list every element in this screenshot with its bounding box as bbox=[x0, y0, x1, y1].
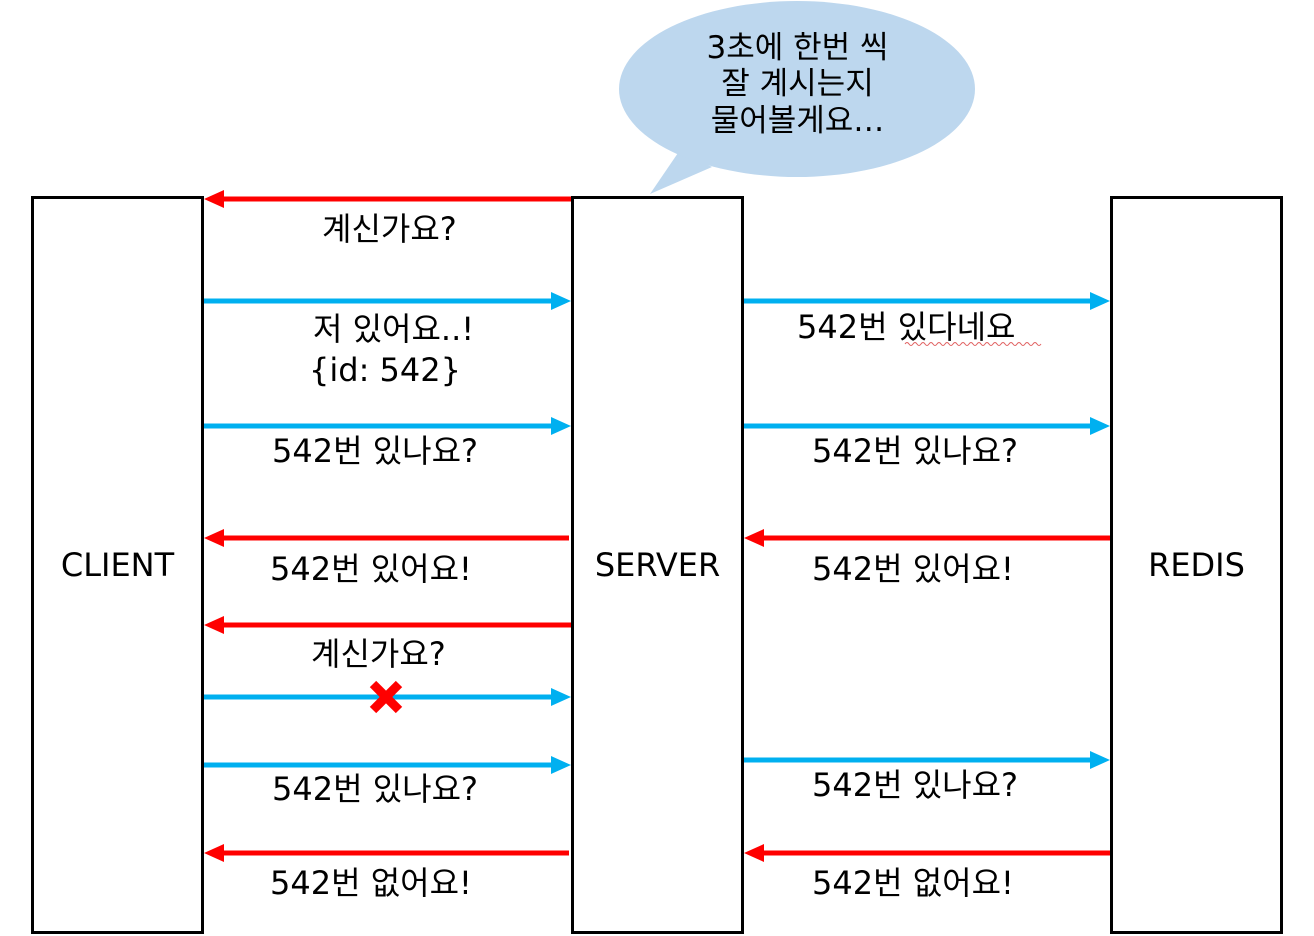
label-client-reply-line-2: {id: 542} bbox=[309, 351, 461, 389]
arrow-redis-answer-1 bbox=[744, 529, 1110, 547]
label-redis-answer-1: 542번 있어요! bbox=[812, 550, 1014, 588]
arrow-heartbeat-request-2 bbox=[204, 616, 571, 634]
label-server-answer-1: 542번 있어요! bbox=[270, 550, 472, 588]
redis-box: REDIS bbox=[1110, 196, 1283, 934]
arrow-lost-reply bbox=[204, 688, 571, 706]
label-redis-answer-2: 542번 없어요! bbox=[812, 864, 1014, 902]
label-server-query-redis-1: 542번 있나요? bbox=[812, 432, 1018, 470]
speech-bubble-line: 3초에 한번 씩 bbox=[706, 30, 889, 66]
arrow-redis-answer-2 bbox=[744, 844, 1110, 862]
x-mark-icon bbox=[369, 680, 403, 714]
label-heartbeat-request-2: 계신가요? bbox=[311, 635, 446, 673]
label-client-reply-line-1: 저 있어요..! bbox=[313, 310, 475, 348]
label-client-query-2: 542번 있나요? bbox=[272, 770, 478, 808]
speech-bubble-line: 잘 계시는지 bbox=[721, 66, 874, 103]
label-server-answer-2: 542번 없어요! bbox=[270, 864, 472, 902]
arrow-server-query-redis-2 bbox=[744, 751, 1110, 769]
arrow-client-reply bbox=[204, 292, 571, 310]
speech-bubble-text: 3초에 한번 씩 잘 계시는지 물어볼게요… bbox=[620, 30, 975, 139]
arrow-client-query-2 bbox=[204, 756, 571, 774]
label-heartbeat-request-1: 계신가요? bbox=[322, 210, 457, 248]
server-box: SERVER bbox=[571, 196, 744, 934]
speech-bubble-body bbox=[619, 1, 975, 177]
label-client-query-1: 542번 있나요? bbox=[272, 432, 478, 470]
arrow-server-query-redis-1 bbox=[744, 417, 1110, 435]
arrow-client-query-1 bbox=[204, 417, 571, 435]
server-label: SERVER bbox=[594, 546, 721, 584]
label-server-to-redis-set-text: 542번 있다네요 bbox=[797, 308, 1016, 346]
arrow-server-to-redis-set bbox=[744, 292, 1110, 310]
arrow-server-answer-2 bbox=[204, 844, 569, 862]
arrow-heartbeat-request-1 bbox=[204, 190, 571, 208]
speech-bubble-line: 물어볼게요… bbox=[710, 102, 885, 139]
redis-label: REDIS bbox=[1148, 546, 1245, 584]
arrow-server-answer-1 bbox=[204, 529, 569, 547]
label-server-query-redis-2: 542번 있나요? bbox=[812, 766, 1018, 804]
label-server-to-redis-set: 542번 있다네요 bbox=[797, 308, 1016, 346]
client-label: CLIENT bbox=[60, 546, 175, 584]
client-box: CLIENT bbox=[31, 196, 204, 934]
